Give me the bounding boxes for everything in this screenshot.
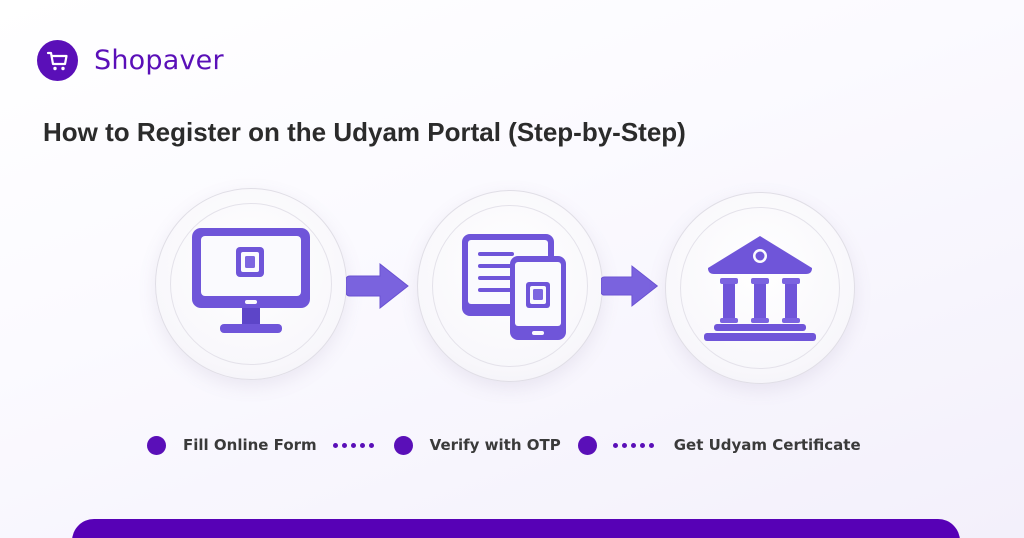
brand-name: Shopaver	[94, 45, 224, 76]
dotted-connector-icon	[332, 442, 378, 448]
step-3-label: Get Udyam Certificate	[673, 436, 861, 454]
step-2-label: Verify with OTP	[429, 436, 561, 454]
government-building-icon	[704, 236, 816, 341]
arrow-right-icon	[601, 265, 659, 307]
desktop-monitor-icon	[192, 228, 310, 333]
page-title: How to Register on the Udyam Portal (Ste…	[43, 117, 686, 147]
step-1-label: Fill Online Form	[183, 436, 317, 454]
arrow-right-icon	[346, 262, 409, 310]
shopping-cart-icon	[37, 40, 78, 81]
step-1-illustration	[155, 188, 347, 380]
steps-legend: Fill Online Form Verify with OTP Get Udy…	[147, 432, 861, 458]
document-and-mobile-icon	[461, 234, 566, 340]
step-2-illustration	[417, 190, 603, 382]
bottom-banner	[72, 519, 960, 538]
brand-logo: Shopaver	[37, 40, 224, 81]
step-bullet-icon	[147, 435, 166, 455]
step-bullet-icon	[393, 435, 413, 455]
dotted-connector-icon	[612, 442, 658, 448]
step-bullet-icon	[577, 435, 597, 455]
step-3-illustration	[665, 192, 855, 384]
